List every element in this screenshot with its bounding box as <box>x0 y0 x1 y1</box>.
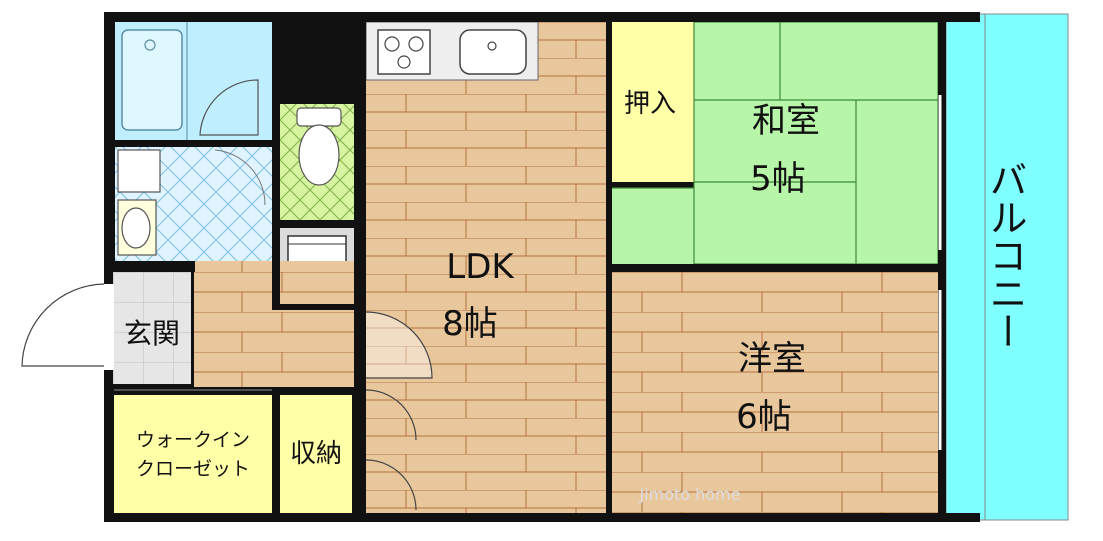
toilet-bowl <box>298 124 340 186</box>
stove <box>377 29 431 75</box>
wic-label-line2: クローゼット <box>136 458 250 480</box>
youshitsu-floor <box>612 272 938 513</box>
ldk-size: 8帖 <box>442 304 498 344</box>
balcony-area <box>945 13 1069 521</box>
oshiire-closet <box>612 22 694 182</box>
washitsu-tatami <box>694 22 938 188</box>
balcony-label: バルコニー <box>983 160 1027 350</box>
watermark: Jimoto home <box>638 485 740 504</box>
ldk-floor <box>366 22 606 513</box>
wic-label-line1: ウォークイン <box>136 429 250 451</box>
shuno-label: 収納 <box>290 439 342 469</box>
oshiire-label: 押入 <box>624 89 676 119</box>
bathtub <box>121 29 183 131</box>
washitsu-size: 5帖 <box>750 159 806 199</box>
genkan-floor <box>113 272 191 384</box>
walk-in-closet <box>114 395 272 513</box>
washitsu-name: 和室 <box>752 101 820 141</box>
genkan-label: 玄関 <box>124 317 180 350</box>
youshitsu-name: 洋室 <box>738 339 806 379</box>
washing-machine-pan <box>117 149 161 193</box>
entrance-door-swing <box>21 283 105 367</box>
ldk-name: LDK <box>446 247 515 287</box>
youshitsu-size: 6帖 <box>736 397 792 437</box>
ldk-door-swing <box>365 311 433 379</box>
kitchen-sink <box>459 29 527 75</box>
storage-closet <box>280 395 352 513</box>
